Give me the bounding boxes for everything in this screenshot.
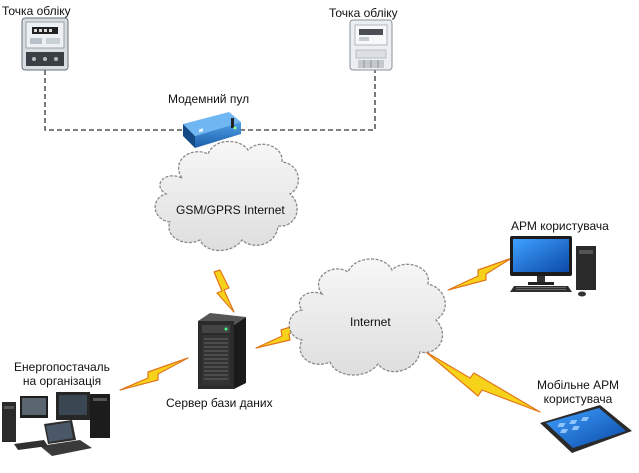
supplier-label-line1: Енергопостачаль bbox=[14, 360, 110, 374]
lightning-link-icon bbox=[119, 257, 541, 413]
dashed-line-right bbox=[240, 68, 376, 131]
modem-pool-icon bbox=[183, 112, 241, 148]
supplier-label-line2: на організація bbox=[22, 374, 102, 388]
cloud-icon bbox=[154, 140, 300, 252]
energy-supplier-label: Енергопостачаль на організація bbox=[4, 360, 120, 388]
mobile-workstation-label: Мобільне АРМ користувача bbox=[528, 378, 628, 406]
mobile-label-line1: Мобільне АРМ bbox=[536, 378, 620, 392]
lightning-supplier-server bbox=[119, 357, 189, 391]
electric-meter-icon bbox=[349, 19, 393, 71]
cloud-icon bbox=[288, 258, 446, 376]
server-label: Сервер бази даних bbox=[166, 396, 273, 410]
mobile-label-line2: користувача bbox=[543, 392, 613, 406]
cloud-gsm-label: GSM/GPRS Internet bbox=[176, 203, 285, 217]
desktop-computer-icon bbox=[510, 236, 596, 297]
cloud-internet-label: Internet bbox=[350, 315, 391, 329]
server-tower-icon bbox=[198, 313, 246, 389]
dashed-connection bbox=[44, 68, 376, 131]
dashed-line-left bbox=[44, 70, 185, 131]
tablet-icon bbox=[540, 405, 632, 453]
lightning-internet-workstation bbox=[447, 257, 513, 291]
workstation-label: АРМ користувача bbox=[511, 219, 609, 233]
meter-left-label: Точка обліку bbox=[2, 4, 71, 18]
meter-right-label: Точка обліку bbox=[329, 6, 398, 20]
office-computers-icon bbox=[2, 392, 110, 456]
lightning-gsm-server bbox=[213, 269, 235, 313]
lightning-internet-tablet bbox=[425, 351, 541, 413]
electric-meter-icon bbox=[21, 17, 69, 71]
modem-pool-label: Модемний пул bbox=[168, 92, 250, 106]
